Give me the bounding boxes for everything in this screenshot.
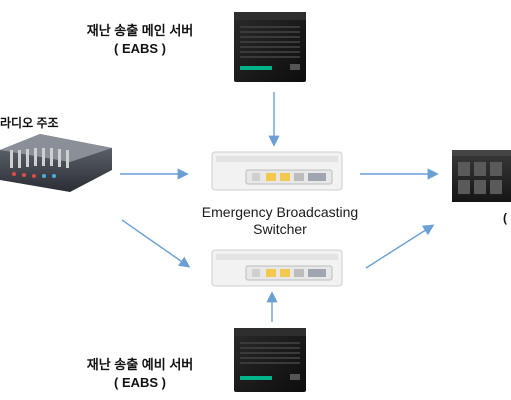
backup-server-label: 재난 송출 예비 서버 ( EABS ) — [70, 356, 210, 392]
backup-server-icon — [234, 328, 306, 392]
main-server-icon — [234, 12, 306, 82]
transmitter-label: ( — [503, 211, 507, 225]
transmitter-icon — [452, 150, 511, 202]
switcher-label: Emergency Broadcasting Switcher — [185, 204, 375, 238]
main-server-subtitle: ( EABS ) — [114, 41, 166, 56]
main-server-title: 재난 송출 메인 서버 — [86, 23, 194, 38]
arrow-console-to-switcher-bottom — [121, 219, 191, 268]
backup-server-subtitle: ( EABS ) — [114, 375, 166, 390]
studio-console-label: 라디오 주조 — [0, 116, 59, 130]
arrow-switcher-bottom-to-transmitter — [365, 224, 435, 269]
switcher-unit-top — [211, 151, 343, 191]
switcher-unit-bottom — [211, 249, 343, 287]
switcher-title-line2: Switcher — [253, 221, 307, 237]
studio-console-icon — [0, 134, 112, 192]
main-server-label: 재난 송출 메인 서버 ( EABS ) — [70, 22, 210, 58]
backup-server-title: 재난 송출 예비 서버 — [86, 357, 194, 372]
switcher-title-line1: Emergency Broadcasting — [201, 204, 359, 220]
